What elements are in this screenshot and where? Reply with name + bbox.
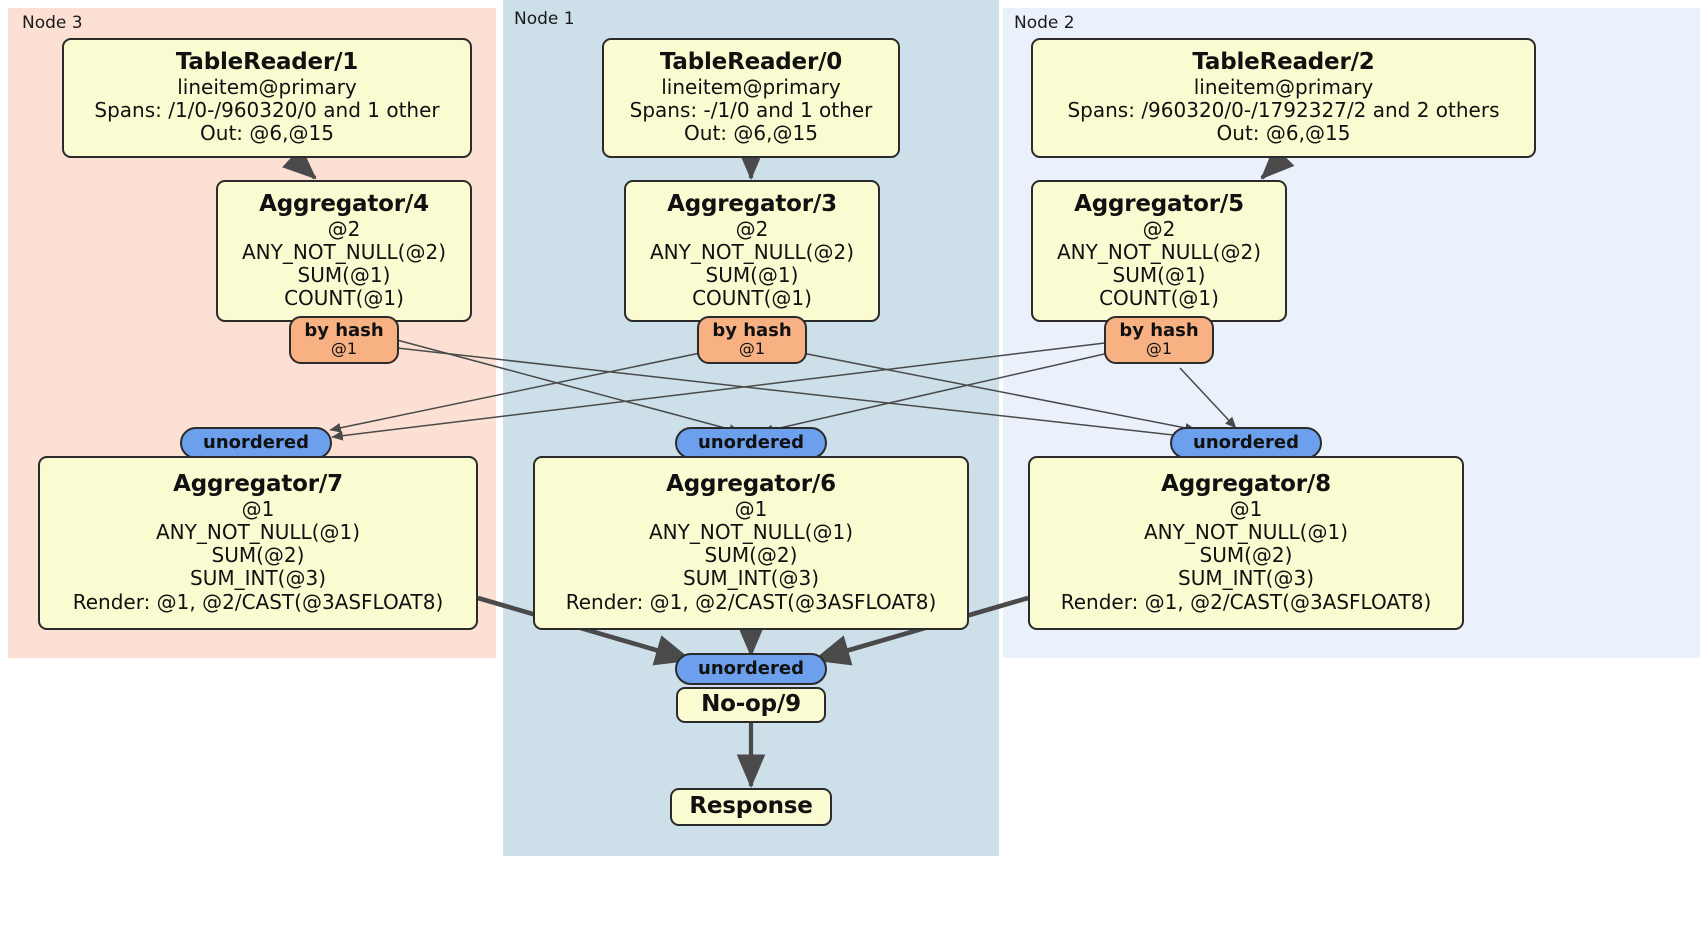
router-key: @1	[738, 339, 766, 359]
processor-title: Aggregator/4	[259, 190, 429, 217]
processor-line: @2	[327, 216, 361, 241]
processor-line: @1	[241, 496, 275, 521]
processor-line: lineitem@primary	[661, 75, 841, 100]
processor-line: @1	[734, 496, 768, 521]
processor-line: lineitem@primary	[177, 75, 357, 100]
processor-no-op-9[interactable]: No-op/9	[676, 687, 826, 723]
processor-line: SUM(@1)	[297, 262, 391, 287]
processor-line: Render: @1, @2/CAST(@3ASFLOAT8)	[1060, 589, 1432, 614]
processor-title: No-op/9	[701, 691, 801, 718]
processor-line: Spans: -/1/0 and 1 other	[629, 98, 873, 123]
synchronizer-title: unordered	[1193, 431, 1299, 453]
processor-line: SUM(@1)	[705, 262, 799, 287]
processor-aggregator-6[interactable]: Aggregator/6 @1 ANY_NOT_NULL(@1) SUM(@2)…	[533, 456, 969, 630]
processor-aggregator-3[interactable]: Aggregator/3 @2 ANY_NOT_NULL(@2) SUM(@1)…	[624, 180, 880, 322]
processor-title: Aggregator/5	[1074, 190, 1244, 217]
processor-title: Aggregator/6	[666, 471, 836, 498]
processor-response[interactable]: Response	[670, 788, 832, 826]
processor-line: SUM(@1)	[1112, 262, 1206, 287]
processor-line: SUM(@2)	[211, 543, 305, 568]
router-title: by hash	[712, 320, 792, 342]
processor-line: @2	[1142, 216, 1176, 241]
synchronizer-title: unordered	[203, 431, 309, 453]
synchronizer-title: unordered	[698, 657, 804, 679]
processor-line: ANY_NOT_NULL(@1)	[649, 520, 853, 545]
router-title: by hash	[304, 320, 384, 342]
processor-aggregator-7[interactable]: Aggregator/7 @1 ANY_NOT_NULL(@1) SUM(@2)…	[38, 456, 478, 630]
synchronizer-right[interactable]: unordered	[1170, 427, 1322, 459]
processor-line: SUM_INT(@3)	[1178, 566, 1314, 591]
processor-line: ANY_NOT_NULL(@2)	[242, 239, 446, 264]
hash-router-right[interactable]: by hash @1	[1104, 316, 1214, 364]
processor-line: ANY_NOT_NULL(@2)	[650, 239, 854, 264]
processor-line: ANY_NOT_NULL(@1)	[1144, 520, 1348, 545]
processor-line: @1	[1229, 496, 1263, 521]
processor-line: COUNT(@1)	[692, 286, 812, 311]
processor-aggregator-5[interactable]: Aggregator/5 @2 ANY_NOT_NULL(@2) SUM(@1)…	[1031, 180, 1287, 322]
processor-title: Aggregator/3	[667, 190, 837, 217]
processor-line: ANY_NOT_NULL(@1)	[156, 520, 360, 545]
processor-title: Aggregator/7	[173, 471, 343, 498]
processor-line: SUM(@2)	[704, 543, 798, 568]
processor-line: Out: @6,@15	[200, 121, 334, 146]
processor-line: @2	[735, 216, 769, 241]
processor-line: Render: @1, @2/CAST(@3ASFLOAT8)	[72, 589, 444, 614]
hash-router-left[interactable]: by hash @1	[289, 316, 399, 364]
synchronizer-mid[interactable]: unordered	[675, 427, 827, 459]
hash-router-mid[interactable]: by hash @1	[697, 316, 807, 364]
synchronizer-final[interactable]: unordered	[675, 653, 827, 685]
processor-line: ANY_NOT_NULL(@2)	[1057, 239, 1261, 264]
processor-line: SUM(@2)	[1199, 543, 1293, 568]
processor-line: Spans: /1/0-/960320/0 and 1 other	[94, 98, 440, 123]
processor-title: TableReader/0	[659, 49, 843, 76]
processor-line: COUNT(@1)	[1099, 286, 1219, 311]
node-label-node3: Node 3	[22, 13, 83, 33]
synchronizer-title: unordered	[698, 431, 804, 453]
processor-title: Response	[689, 793, 813, 820]
synchronizer-left[interactable]: unordered	[180, 427, 332, 459]
router-title: by hash	[1119, 320, 1199, 342]
router-key: @1	[330, 339, 358, 359]
processor-line: SUM_INT(@3)	[190, 566, 326, 591]
processor-line: Out: @6,@15	[1216, 121, 1351, 146]
processor-line: COUNT(@1)	[284, 286, 404, 311]
processor-line: lineitem@primary	[1193, 75, 1374, 100]
processor-aggregator-4[interactable]: Aggregator/4 @2 ANY_NOT_NULL(@2) SUM(@1)…	[216, 180, 472, 322]
processor-line: Out: @6,@15	[684, 121, 818, 146]
processor-title: TableReader/2	[1192, 49, 1375, 76]
processor-line: SUM_INT(@3)	[683, 566, 819, 591]
node-label-node1: Node 1	[514, 9, 575, 29]
processor-title: TableReader/1	[175, 49, 359, 76]
processor-aggregator-8[interactable]: Aggregator/8 @1 ANY_NOT_NULL(@1) SUM(@2)…	[1028, 456, 1464, 630]
processor-tablereader-1[interactable]: TableReader/1 lineitem@primary Spans: /1…	[62, 38, 472, 158]
node-label-node2: Node 2	[1014, 13, 1075, 33]
processor-title: Aggregator/8	[1161, 471, 1331, 498]
processor-line: Render: @1, @2/CAST(@3ASFLOAT8)	[565, 589, 937, 614]
processor-tablereader-0[interactable]: TableReader/0 lineitem@primary Spans: -/…	[602, 38, 900, 158]
processor-tablereader-2[interactable]: TableReader/2 lineitem@primary Spans: /9…	[1031, 38, 1536, 158]
processor-line: Spans: /960320/0-/1792327/2 and 2 others	[1067, 98, 1500, 123]
router-key: @1	[1145, 339, 1173, 359]
